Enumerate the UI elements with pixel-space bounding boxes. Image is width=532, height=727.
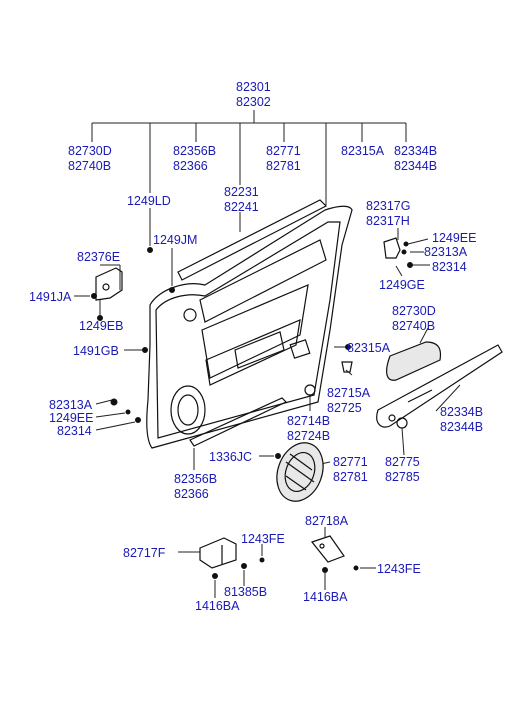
label-82775: 82775: [385, 455, 420, 469]
fasteners: [91, 241, 413, 579]
weatherstrip-upper: [177, 199, 328, 281]
leader-lines: [74, 110, 461, 598]
label-82781-mid: 82781: [333, 470, 368, 484]
bracket-82717F: [199, 537, 237, 569]
label-1243FE-right: 1243FE: [377, 562, 421, 576]
label-82740B-mid: 82740B: [392, 319, 435, 333]
label-82314-left: 82314: [57, 424, 92, 438]
label-82334B-top: 82334B: [394, 144, 437, 158]
label-82302: 82302: [236, 95, 271, 109]
label-82771-top: 82771: [266, 144, 301, 158]
label-82366-top: 82366: [173, 159, 208, 173]
label-82315A-top: 82315A: [341, 144, 385, 158]
label-1336JC: 1336JC: [209, 450, 252, 464]
label-1491JA: 1491JA: [29, 290, 72, 304]
label-82344B-mid: 82344B: [440, 420, 483, 434]
label-82317H: 82317H: [366, 214, 410, 228]
label-82334B-mid: 82334B: [440, 405, 483, 419]
label-1416BA-left: 1416BA: [195, 599, 240, 613]
handle-bezel-82317: [383, 237, 401, 259]
label-1243FE-left: 1243FE: [241, 532, 285, 546]
label-82317G: 82317G: [366, 199, 410, 213]
label-1249EE-left: 1249EE: [49, 411, 93, 425]
label-1249JM: 1249JM: [153, 233, 197, 247]
door-trim-panel: [146, 205, 353, 449]
label-82356B-bottom: 82356B: [174, 472, 217, 486]
clip-82714B: [304, 384, 316, 396]
clip-82715A: [341, 361, 353, 373]
weatherstrip-lower: [189, 397, 288, 447]
label-82730D-mid: 82730D: [392, 304, 436, 318]
label-82714B: 82714B: [287, 414, 330, 428]
bracket-82376E: [95, 267, 123, 301]
label-82715A: 82715A: [327, 386, 371, 400]
label-82771-mid: 82771: [333, 455, 368, 469]
part-labels: 82301 82302 82730D 82740B 82356B 82366 8…: [29, 80, 483, 613]
label-82730D-top: 82730D: [68, 144, 112, 158]
cap-82775: [396, 417, 408, 429]
label-82740B-top: 82740B: [68, 159, 111, 173]
label-81385B: 81385B: [224, 585, 267, 599]
label-82313A-right: 82313A: [424, 245, 468, 259]
label-1249EB: 1249EB: [79, 319, 123, 333]
speaker-grille: [276, 442, 324, 502]
label-82718A: 82718A: [305, 514, 349, 528]
label-82315A-mid: 82315A: [347, 341, 391, 355]
label-82376E: 82376E: [77, 250, 120, 264]
label-82356B-top: 82356B: [173, 144, 216, 158]
label-82344B-top: 82344B: [394, 159, 437, 173]
label-82314-right: 82314: [432, 260, 467, 274]
label-1491GB: 1491GB: [73, 344, 119, 358]
label-1249GE: 1249GE: [379, 278, 425, 292]
armrest-trim-strip: [376, 344, 503, 428]
label-82366-bottom: 82366: [174, 487, 209, 501]
label-82231: 82231: [224, 185, 259, 199]
label-82241: 82241: [224, 200, 259, 214]
label-82781-top: 82781: [266, 159, 301, 173]
label-82717F: 82717F: [123, 546, 166, 560]
label-1416BA-right: 1416BA: [303, 590, 348, 604]
armrest-pad: [386, 341, 442, 381]
label-1249LD: 1249LD: [127, 194, 171, 208]
bracket-82718A: [310, 535, 345, 563]
label-82301: 82301: [236, 80, 271, 94]
label-1249EE-right: 1249EE: [432, 231, 476, 245]
label-82724B: 82724B: [287, 429, 330, 443]
label-82313A-left: 82313A: [49, 398, 93, 412]
label-82785: 82785: [385, 470, 420, 484]
label-82725: 82725: [327, 401, 362, 415]
